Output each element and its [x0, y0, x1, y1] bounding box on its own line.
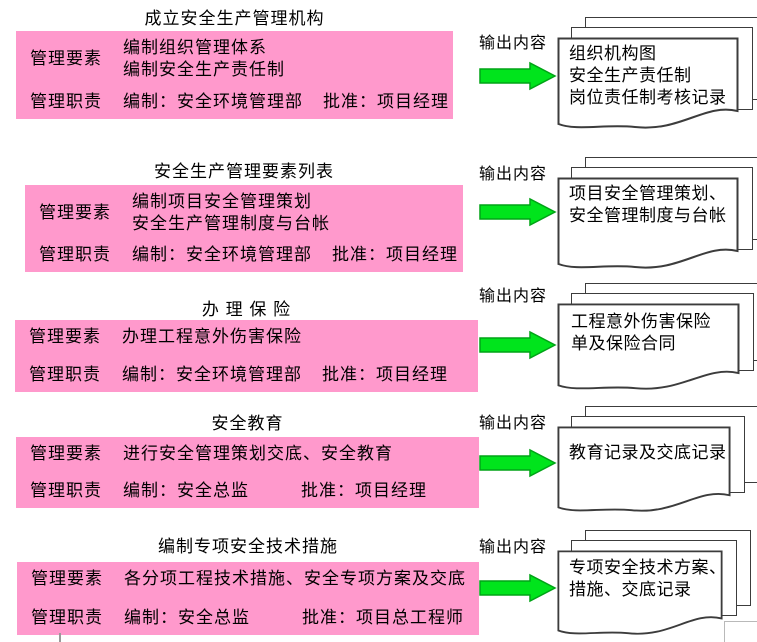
document-text: 项目安全管理策划、 安全管理制度与台帐 [569, 183, 737, 227]
duties-label: 管理职责 [29, 365, 101, 384]
element-line: 各分项工程技术措施、安全专项方案及交底 [124, 569, 466, 588]
duties-label: 管理职责 [30, 481, 102, 500]
duties-row: 管理职责 编制：安全环境管理部 批准：项目经理 [30, 91, 453, 113]
elements-row: 管理要素 各分项工程技术措施、安全专项方案及交底 [31, 568, 479, 590]
elements-content: 各分项工程技术措施、安全专项方案及交底 [124, 568, 466, 590]
management-box: 管理要素 编制组织管理体系 编制安全生产责任制 管理职责 编制：安全环境管理部 … [16, 31, 453, 119]
output-arrow-icon [479, 330, 557, 360]
duties-row: 管理职责 编制：安全总监 批准：项目总工程师 [31, 607, 479, 629]
output-label: 输出内容 [479, 35, 548, 52]
doc-line: 单及保险合同 [571, 334, 676, 353]
element-line: 编制组织管理体系 [123, 38, 267, 57]
duty-approve: 批准：项目总工程师 [302, 608, 464, 627]
output-arrow-icon [479, 448, 557, 478]
doc-line: 教育记录及交底记录 [569, 443, 727, 462]
duty-edit: 编制：安全环境管理部 [132, 245, 312, 264]
elements-row: 管理要素 进行安全管理策划交底、安全教育 [30, 443, 479, 465]
front-page-icon [557, 426, 731, 512]
output-arrow-icon [479, 573, 557, 603]
element-line: 进行安全管理策划交底、安全教育 [123, 444, 393, 463]
doc-line: 工程意外伤害保险 [571, 312, 711, 331]
doc-line: 安全生产责任制 [569, 66, 692, 85]
management-box: 管理要素 各分项工程技术措施、安全专项方案及交底 管理职责 编制：安全总监 批准… [17, 562, 479, 635]
doc-line: 措施、交底记录 [569, 580, 692, 599]
elements-label: 管理要素 [30, 49, 102, 68]
doc-line: 安全管理制度与台帐 [569, 206, 727, 225]
element-line: 编制安全生产责任制 [123, 60, 285, 79]
duty-approve: 批准：项目经理 [322, 365, 448, 384]
section-title: 成立安全生产管理机构 [144, 9, 325, 28]
management-box: 管理要素 编制项目安全管理策划 安全生产管理制度与台帐 管理职责 编制：安全环境… [25, 185, 463, 272]
output-label: 输出内容 [479, 539, 548, 556]
output-arrow-icon [479, 61, 557, 91]
elements-label: 管理要素 [31, 569, 103, 588]
duty-edit: 编制：安全环境管理部 [122, 365, 302, 384]
document-text: 专项安全技术方案、 措施、交底记录 [569, 557, 727, 601]
duties-label: 管理职责 [39, 245, 111, 264]
management-box: 管理要素 进行安全管理策划交底、安全教育 管理职责 编制：安全总监 批准：项目经… [16, 437, 479, 508]
duty-edit: 编制：安全总监 [123, 481, 249, 500]
output-arrow-icon [479, 197, 557, 227]
element-line: 编制项目安全管理策划 [132, 192, 312, 211]
document-text: 工程意外伤害保险 单及保险合同 [571, 311, 739, 355]
document-text: 教育记录及交底记录 [569, 442, 731, 464]
duties-row: 管理职责 编制：安全环境管理部 批准：项目经理 [29, 364, 478, 386]
section-title: 安全教育 [211, 414, 284, 433]
duty-approve: 批准：项目经理 [332, 245, 458, 264]
output-label: 输出内容 [479, 166, 548, 183]
section-title: 办 理 保 险 [201, 300, 292, 319]
elements-label: 管理要素 [29, 327, 101, 346]
front-page-icon [557, 303, 740, 390]
element-line: 安全生产管理制度与台帐 [132, 214, 330, 233]
elements-label: 管理要素 [39, 203, 111, 222]
element-line: 办理工程意外伤害保险 [122, 327, 302, 346]
elements-content: 编制项目安全管理策划 安全生产管理制度与台帐 [132, 191, 330, 235]
elements-row: 管理要素 编制组织管理体系 编制安全生产责任制 [30, 37, 453, 81]
duties-row: 管理职责 编制：安全环境管理部 批准：项目经理 [39, 244, 463, 266]
front-page-icon [557, 37, 739, 129]
front-page-icon [557, 550, 723, 635]
document-text: 组织机构图 安全生产责任制 岗位责任制考核记录 [569, 43, 737, 109]
section-title: 安全生产管理要素列表 [154, 162, 334, 181]
output-label: 输出内容 [479, 288, 548, 305]
doc-line: 岗位责任制考核记录 [569, 88, 727, 107]
duties-label: 管理职责 [30, 92, 102, 111]
elements-content: 办理工程意外伤害保险 [122, 326, 302, 348]
doc-line: 专项安全技术方案、 [569, 558, 727, 577]
duty-approve: 批准：项目经理 [301, 481, 427, 500]
elements-row: 管理要素 办理工程意外伤害保险 [29, 326, 478, 348]
elements-label: 管理要素 [30, 444, 102, 463]
duty-edit: 编制：安全环境管理部 [123, 92, 303, 111]
elements-content: 进行安全管理策划交底、安全教育 [123, 443, 393, 465]
section-title: 编制专项安全技术措施 [158, 537, 338, 556]
elements-row: 管理要素 编制项目安全管理策划 安全生产管理制度与台帐 [39, 191, 463, 235]
doc-line: 组织机构图 [569, 44, 657, 63]
elements-content: 编制组织管理体系 编制安全生产责任制 [123, 37, 285, 81]
output-label: 输出内容 [479, 415, 548, 432]
management-box: 管理要素 办理工程意外伤害保险 管理职责 编制：安全环境管理部 批准：项目经理 [15, 320, 478, 392]
clipped-page-corner [724, 621, 757, 642]
front-page-icon [557, 177, 739, 269]
doc-line: 项目安全管理策划、 [569, 184, 727, 203]
duties-row: 管理职责 编制：安全总监 批准：项目经理 [30, 480, 479, 502]
duties-label: 管理职责 [31, 608, 103, 627]
duty-approve: 批准：项目经理 [323, 92, 449, 111]
duty-edit: 编制：安全总监 [124, 608, 250, 627]
connector-line-fragment [59, 633, 61, 642]
